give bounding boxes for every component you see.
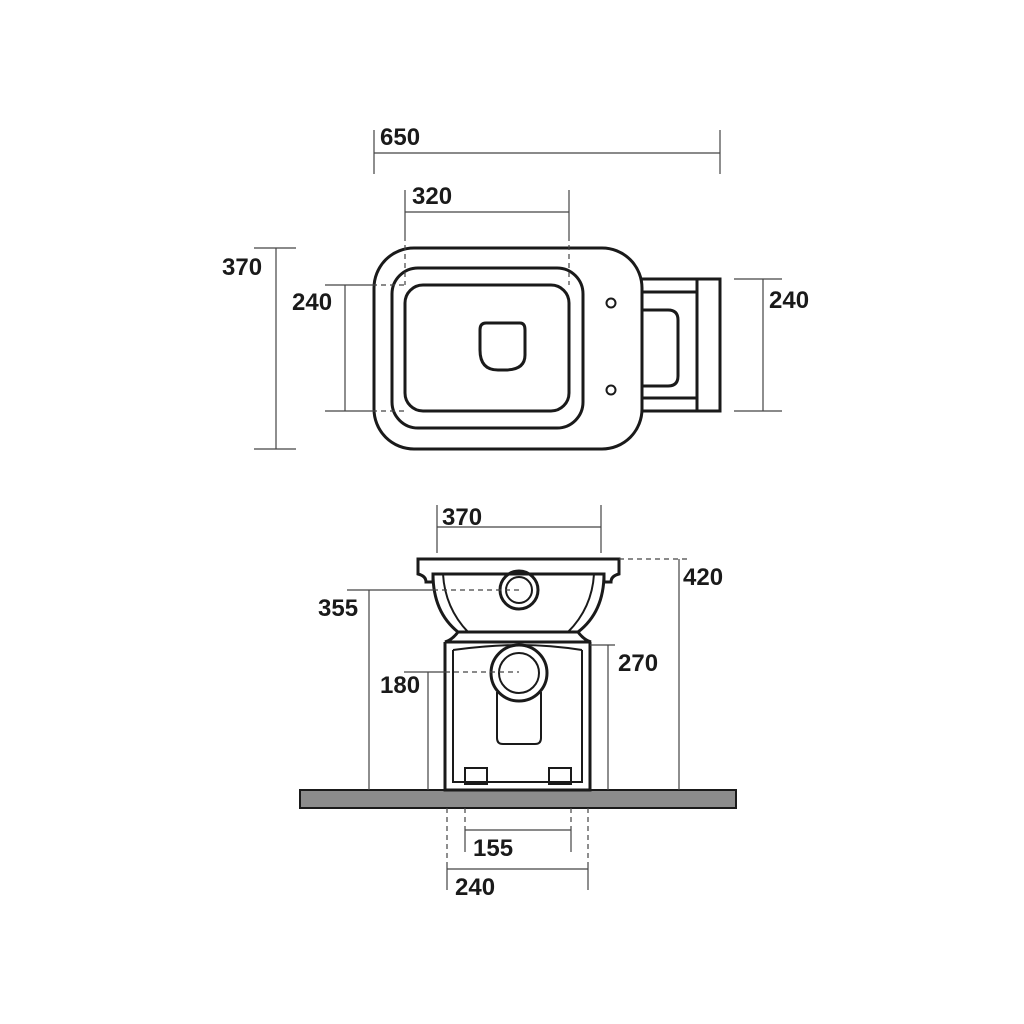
dim-fixing-outer: 240 — [455, 874, 495, 901]
dim-bowl-length: 320 — [412, 183, 452, 210]
dim-outlet-height: 270 — [618, 650, 658, 677]
pedestal — [443, 642, 592, 792]
floor — [299, 789, 737, 809]
dim-bowl-width: 240 — [292, 289, 332, 316]
dim-total-height: 420 — [683, 564, 723, 591]
bowl-opening — [403, 283, 571, 413]
foot-left — [464, 767, 488, 785]
top-view: 650 320 370 240 240 — [222, 124, 809, 451]
dim-overall-width: 370 — [222, 254, 262, 281]
dim-outlet-width: 240 — [769, 287, 809, 314]
foot-right — [548, 767, 572, 785]
fixing-hole-bottom — [605, 384, 617, 396]
dim-rim-height: 355 — [318, 595, 358, 622]
drain-hole — [478, 321, 527, 372]
seat-ring — [390, 266, 585, 430]
toilet-outline-top — [372, 246, 644, 451]
outlet-circle — [489, 643, 549, 703]
dim-overall-length: 650 — [380, 124, 420, 151]
rear-outlet — [641, 277, 722, 413]
fixing-hole-top — [605, 297, 617, 309]
dim-outlet-center-height: 180 — [380, 672, 420, 699]
dim-top-width: 370 — [442, 504, 482, 531]
bowl-profile — [431, 573, 606, 634]
dim-fixing-inner: 155 — [473, 835, 513, 862]
front-view: 370 420 355 270 180 155 240 — [299, 504, 737, 901]
